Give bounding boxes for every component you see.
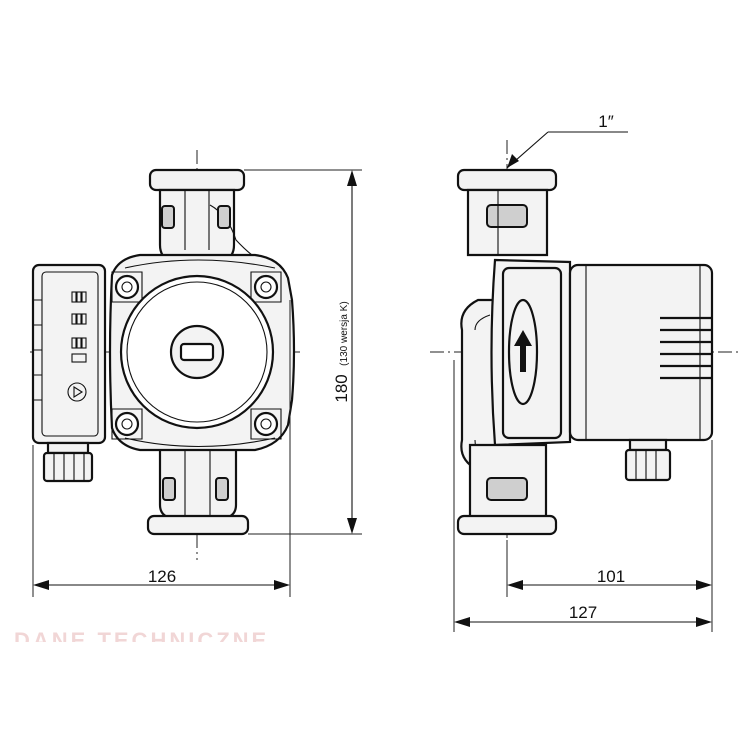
cooling-fins [660,316,712,380]
speed-indicators [71,291,87,363]
bottom-flange [146,443,250,536]
flow-direction-arrow-icon [514,330,532,372]
side-view [430,140,740,565]
play-circle-icon [67,382,87,402]
cable-gland [42,441,94,483]
cable-gland-side [624,438,672,482]
motor-body [568,263,714,442]
dim-180-label: 180 [332,374,351,402]
faded-banner-text: DANE TECHNICZNE [14,628,270,642]
dimension-lines [32,131,713,632]
dim-127-label: 127 [569,603,597,622]
top-flange [148,168,263,264]
dim-126-label: 126 [148,567,176,586]
svg-text:180 (130 wersja K): 180 (130 wersja K) [332,301,351,402]
control-box [31,263,107,483]
mounting-bolts [111,271,282,440]
dim-180-note: (130 wersja K) [339,301,350,365]
front-view [30,150,300,560]
dim-101-label: 101 [597,567,625,586]
thread-size-label: 1″ [598,112,613,131]
